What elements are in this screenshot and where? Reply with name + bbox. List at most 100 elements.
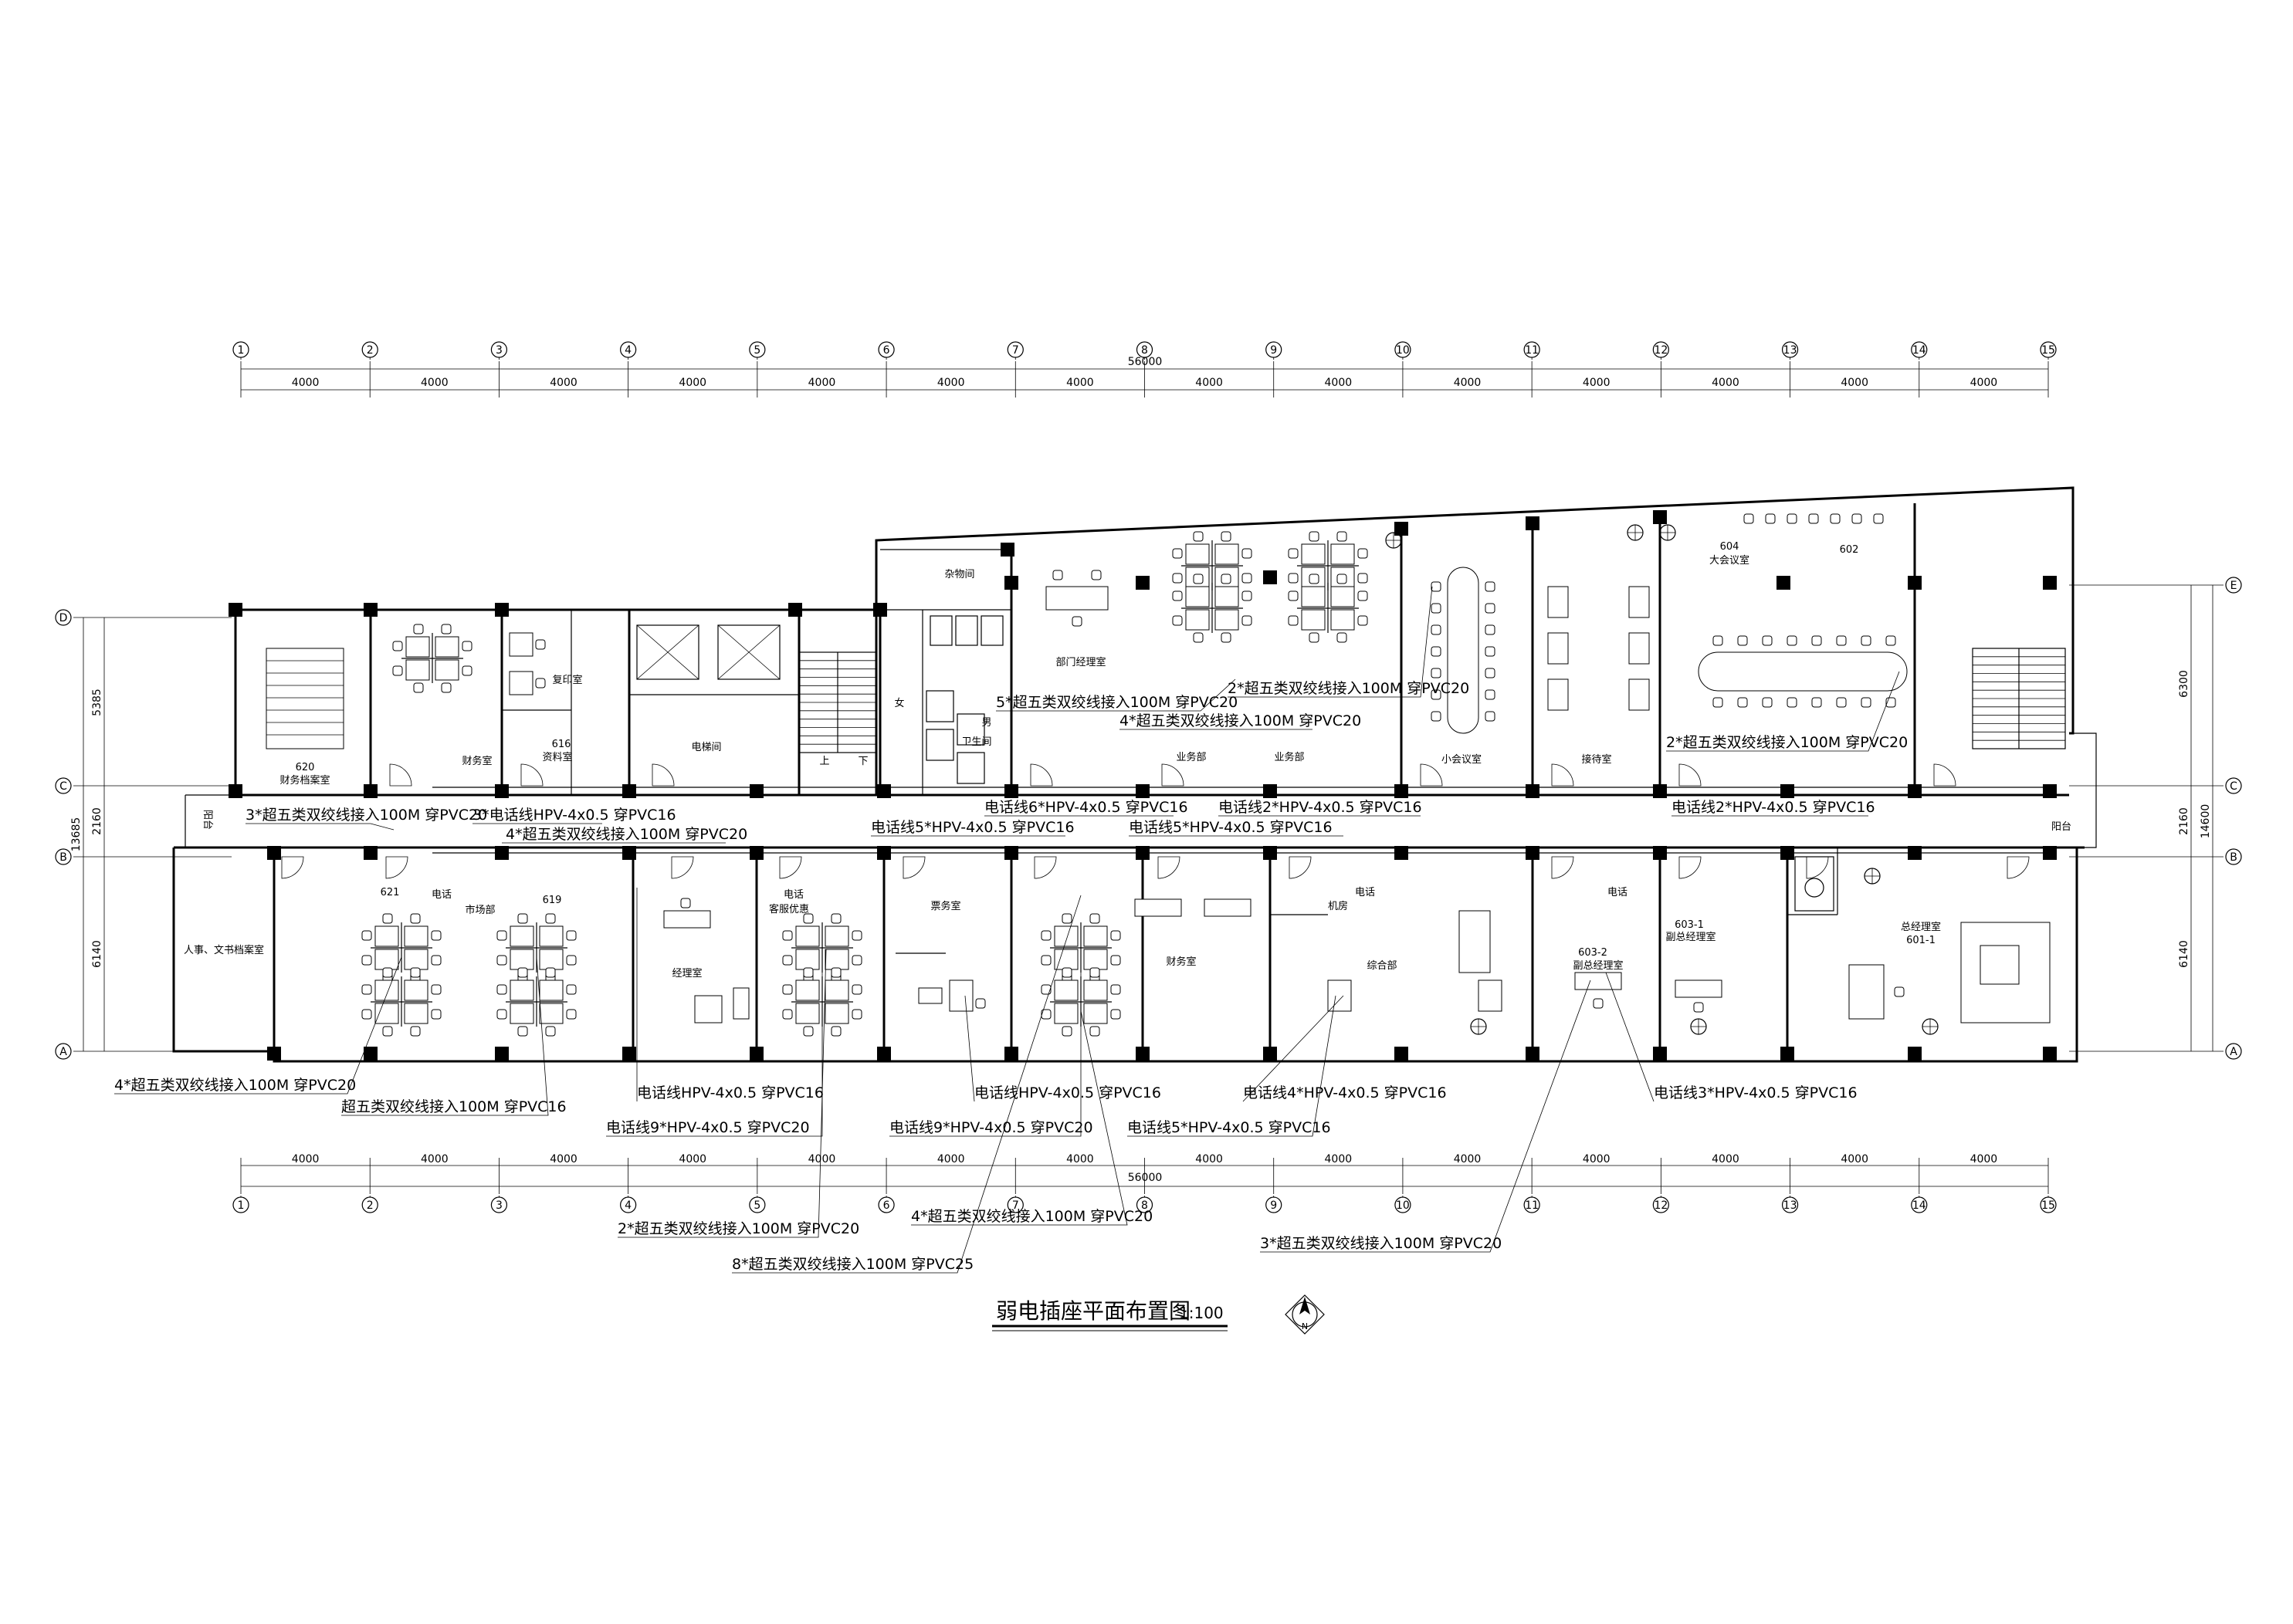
chair (1309, 632, 1319, 643)
annotation-a3: 4*超五类双绞线接入100M 穿PVC20 (506, 826, 747, 843)
desk (404, 925, 428, 947)
big-meeting-table (1698, 651, 1908, 692)
grid-axis-bottom-11: 11 (1525, 1199, 1539, 1212)
grid-axis-bottom-8: 8 (1141, 1199, 1148, 1212)
desk (1134, 898, 1182, 917)
desk (510, 925, 534, 947)
chair (1241, 590, 1252, 601)
chair (462, 641, 472, 651)
north-arrow-icon: N (1285, 1294, 1325, 1335)
bay-dimension-bottom-3: 4000 (550, 1153, 577, 1166)
bay-dimension-top-1: 4000 (292, 377, 320, 389)
cable-leader-lines (114, 586, 2050, 1274)
chair (1336, 573, 1347, 584)
service-core (636, 615, 2066, 912)
desk (918, 987, 943, 1004)
desk (404, 949, 428, 970)
column-15 (2043, 576, 2057, 590)
chair (1593, 998, 1604, 1009)
chair (1172, 573, 1183, 584)
cable-leader-22 (618, 949, 827, 1238)
desk (405, 636, 430, 658)
column-19 (622, 784, 636, 798)
left-total-dimension: 13685 (70, 817, 83, 852)
annotation-a5: 4*超五类双绞线接入100M 穿PVC20 (1119, 712, 1361, 729)
total-dimension-top: 56000 (1128, 356, 1163, 368)
chair (1743, 513, 1754, 524)
chair (1309, 531, 1319, 542)
desk (825, 1003, 849, 1024)
desk (404, 1003, 428, 1024)
room-name-dept-manager: 部门经理室 (1055, 656, 1106, 668)
chair (1110, 930, 1121, 941)
chair (680, 898, 691, 908)
chair (852, 930, 862, 941)
axis-label-left-c: C (59, 780, 67, 793)
desk (733, 987, 750, 1020)
door-swing (1034, 856, 1057, 879)
desk (1045, 586, 1109, 611)
column-5 (1001, 543, 1014, 557)
room-number-601-1: 601-1 (1906, 935, 1936, 946)
annotation-a10: 电话线2*HPV-4x0.5 穿PVC16 (1671, 799, 1875, 816)
bay-dimension-top-10: 4000 (1454, 377, 1482, 389)
chair (1041, 1009, 1052, 1020)
desk (405, 659, 430, 681)
grid-axis-top-3: 3 (496, 344, 503, 357)
room-name-reception: 接待室 (1581, 753, 1611, 766)
label-phone-1: 电话 (432, 889, 452, 901)
chair (413, 682, 424, 693)
room-name-machine: 机房 (1328, 900, 1348, 912)
desk (1547, 586, 1569, 618)
chair (431, 1009, 442, 1020)
desk (509, 632, 533, 657)
chair (566, 930, 577, 941)
cable-leader-16 (606, 957, 823, 1137)
grid-axis-bottom-6: 6 (883, 1199, 890, 1212)
grid-axis-top-8: 8 (1141, 344, 1148, 357)
room-name-616: 资料室 (542, 751, 572, 763)
cable-leader-24 (732, 895, 1082, 1274)
chair (1089, 967, 1100, 978)
chair (1193, 632, 1204, 643)
chair (852, 1009, 862, 1020)
cable-leader-13 (114, 956, 402, 1095)
chair (1072, 616, 1082, 627)
chair (1765, 513, 1776, 524)
bay-dimension-top-14: 4000 (1970, 377, 1998, 389)
grid-axis-top-2: 2 (367, 344, 374, 357)
bay-dimension-top-8: 4000 (1195, 377, 1223, 389)
axis-label-right-e: E (2230, 580, 2237, 592)
chair (782, 930, 793, 941)
cable-leader-17 (964, 995, 975, 1102)
door-swing (1420, 763, 1443, 787)
chair (1485, 668, 1495, 678)
desk (795, 925, 820, 947)
axis-label-left-b: B (59, 851, 67, 864)
desk (1214, 609, 1239, 631)
label-balcony-right: 阳台 (2051, 821, 2071, 833)
desk (509, 671, 533, 695)
desk (1185, 609, 1210, 631)
desk (374, 949, 399, 970)
desk (1301, 586, 1326, 607)
desk (1083, 1003, 1108, 1024)
right-segment-3: 6140 (2178, 940, 2190, 968)
desk (1330, 609, 1355, 631)
chair (1485, 689, 1495, 700)
room-number-604: 604 (1720, 541, 1739, 553)
chair (1041, 955, 1052, 966)
room-number-619: 619 (543, 895, 562, 906)
desk (1083, 979, 1108, 1001)
room-number-620: 620 (296, 762, 315, 773)
bottom-dimension-chain: 56000 1400024000340004400054000640007400… (232, 1153, 2057, 1213)
top-dimension-chain: 56000 1400024000340004400054000640007400… (232, 341, 2057, 398)
chair (392, 641, 403, 651)
column-51 (877, 1047, 891, 1061)
chair (382, 1026, 393, 1037)
desk (949, 979, 974, 1012)
desk (510, 979, 534, 1001)
chair (1485, 711, 1495, 722)
door-swing (520, 763, 544, 787)
chair (1062, 1026, 1072, 1037)
